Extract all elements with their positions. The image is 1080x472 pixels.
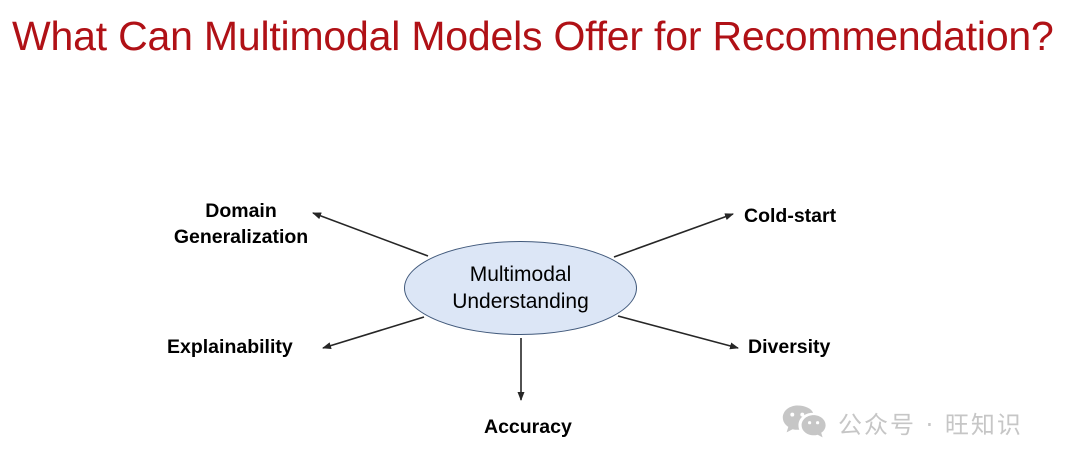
center-node-line-2: Understanding [452,290,589,313]
label-diversity: Diversity [748,336,831,358]
arrow-to-cold-start [613,213,734,258]
label-accuracy: Accuracy [484,416,572,438]
wechat-icon [782,405,826,438]
label-cold-start: Cold-start [744,205,837,227]
page-title: What Can Multimodal Models Offer for Rec… [12,13,1054,59]
label-domain-generalization: Domain Generalization [158,198,324,250]
arrow-to-domain-generalization [312,212,429,257]
arrow-to-diversity [617,315,739,350]
watermark: 公众号 · 旺知识 [782,404,1023,440]
center-node-multimodal-understanding: Multimodal Understanding [404,241,637,335]
label-domain-generalization-line-1: Domain [205,200,277,222]
watermark-text: 公众号 · 旺知识 [838,410,1023,439]
center-node-line-1: Multimodal [469,263,572,286]
label-explainability: Explainability [167,336,293,358]
arrow-to-explainability [322,316,425,349]
label-domain-generalization-line-2: Generalization [173,226,309,248]
